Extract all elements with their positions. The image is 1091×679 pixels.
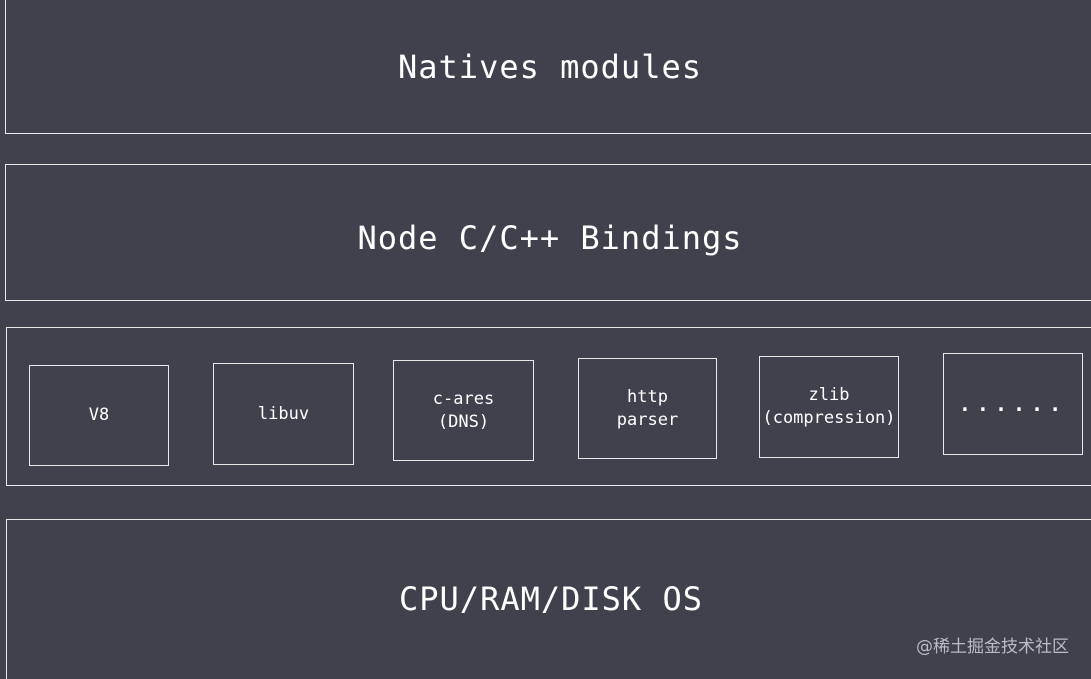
http-parser-box: http parser: [578, 358, 717, 459]
v8-box: V8: [29, 365, 169, 466]
more-dependencies-box: ......: [943, 353, 1083, 455]
dependencies-layer: [6, 327, 1091, 486]
ellipsis-label: ......: [958, 391, 1068, 416]
node-bindings-layer: Node C/C++ Bindings: [5, 164, 1091, 301]
zlib-box: zlib (compression): [759, 356, 899, 458]
v8-label: V8: [88, 405, 110, 425]
c-ares-label: c-ares: [432, 388, 495, 409]
http-parser-sublabel: parser: [616, 409, 679, 430]
libuv-box: libuv: [213, 363, 354, 465]
http-parser-label: http: [627, 386, 668, 407]
natives-modules-title: Natives modules: [398, 47, 702, 86]
zlib-label: zlib: [808, 385, 850, 405]
c-ares-sublabel: (DNS): [437, 411, 490, 432]
natives-modules-layer: Natives modules: [5, 0, 1091, 134]
c-ares-box: c-ares (DNS): [393, 360, 534, 461]
os-title: CPU/RAM/DISK OS: [399, 579, 703, 618]
zlib-sublabel: (compression): [762, 408, 896, 428]
os-layer: CPU/RAM/DISK OS: [6, 519, 1091, 679]
watermark: @稀土掘金技术社区: [916, 637, 1069, 657]
libuv-label: libuv: [257, 403, 310, 424]
node-bindings-title: Node C/C++ Bindings: [357, 218, 743, 257]
